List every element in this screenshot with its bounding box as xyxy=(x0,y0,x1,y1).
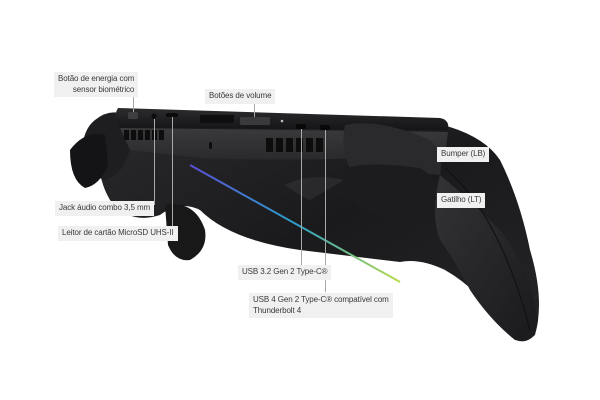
callout-power-line2: sensor biométrico xyxy=(72,84,135,94)
leader-microsd xyxy=(172,117,173,229)
leader-volume xyxy=(254,103,255,117)
usb32-port xyxy=(296,124,306,129)
callout-audio-jack: Jack áudio combo 3,5 mm xyxy=(55,201,155,216)
vent-top xyxy=(200,115,234,123)
callout-trigger: Gatilho (LT) xyxy=(437,193,486,208)
vent-right xyxy=(266,138,323,152)
left-trigger xyxy=(70,134,108,188)
callout-usb4-line2: Thunderbolt 4 xyxy=(253,305,302,315)
volume-rocker xyxy=(240,117,270,125)
callout-usb32: USB 3.2 Gen 2 Type-C® xyxy=(238,265,332,280)
leader-audio xyxy=(154,119,155,205)
callout-usb4-line1: USB 4 Gen 2 Type-C® compatível com xyxy=(253,295,389,304)
callout-usb4: USB 4 Gen 2 Type-C® compatível com Thund… xyxy=(249,293,393,318)
rog-logo xyxy=(285,176,345,200)
left-bumper xyxy=(343,123,442,175)
audio-jack xyxy=(151,113,157,119)
leader-usb4 xyxy=(325,130,326,292)
power-button xyxy=(128,112,138,119)
callout-volume-buttons: Botões de volume xyxy=(205,89,276,104)
callout-microsd: Leitor de cartão MicroSD UHS-II xyxy=(58,226,178,241)
left-trigger-lt xyxy=(342,164,439,222)
leader-usb32 xyxy=(301,129,302,267)
top-edge xyxy=(115,108,449,130)
callout-power-button: Botão de energia com sensor biométrico xyxy=(54,72,139,97)
leader-power xyxy=(133,96,134,112)
rgb-light-strip xyxy=(189,164,401,283)
right-grip xyxy=(435,175,538,341)
status-led xyxy=(280,119,284,123)
usb4-port xyxy=(320,125,330,130)
kickstand-notch xyxy=(209,142,212,149)
callout-power-line1: Botão de energia com xyxy=(58,74,135,83)
left-grip xyxy=(165,204,206,261)
grip-seam xyxy=(444,167,531,331)
microsd-slot xyxy=(166,113,178,117)
callout-bumper: Bumper (LB) xyxy=(437,147,490,162)
